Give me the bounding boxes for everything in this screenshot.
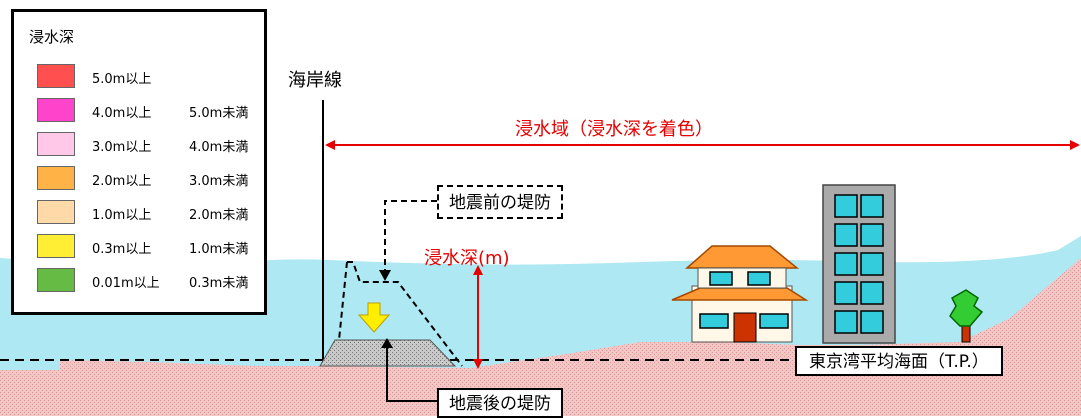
subsidence-arrow xyxy=(357,302,391,333)
legend-min-label: 3.0m以上 xyxy=(92,140,152,155)
legend-max-label: 5.0m未満 xyxy=(189,106,249,121)
legend-min-label: 4.0m以上 xyxy=(92,106,152,121)
legend: 浸水深 5.0m以上 4.0m以上 5.0m未満 3.0m以上 4.0m未満 2.0m以上… xyxy=(11,9,267,315)
legend-item: 4.0m以上 5.0m未満 xyxy=(37,98,267,124)
legend-max-label: 1.0m未満 xyxy=(189,242,249,257)
levee-after-arrowhead xyxy=(381,338,393,348)
legend-swatch xyxy=(37,268,75,292)
legend-min-label: 2.0m以上 xyxy=(92,174,152,189)
house xyxy=(671,245,809,343)
legend-item: 1.0m以上 2.0m未満 xyxy=(37,200,267,226)
coastline-label: 海岸線 xyxy=(288,70,342,91)
ground xyxy=(0,258,1081,416)
legend-item: 2.0m以上 3.0m未満 xyxy=(37,166,267,192)
levee-before-outline-left xyxy=(338,261,348,341)
legend-swatch xyxy=(37,64,75,88)
legend-swatch xyxy=(37,98,75,122)
levee-before-label: 地震前の堤防 xyxy=(437,185,563,219)
legend-swatch xyxy=(37,132,75,156)
legend-max-label: 2.0m未満 xyxy=(189,208,249,223)
legend-swatch xyxy=(37,166,75,190)
building xyxy=(822,184,896,344)
mean-sea-level-label: 東京湾平均海面（T.P.） xyxy=(795,346,1003,376)
legend-min-label: 0.01m以上 xyxy=(92,276,160,291)
legend-min-label: 1.0m以上 xyxy=(92,208,152,223)
levee-after-label: 地震後の堤防 xyxy=(437,388,563,418)
legend-min-label: 0.3m以上 xyxy=(92,242,152,257)
legend-item: 0.3m以上 1.0m未満 xyxy=(37,234,267,260)
legend-max-label: 4.0m未満 xyxy=(189,140,249,155)
legend-item: 0.01m以上 0.3m未満 xyxy=(37,268,267,294)
levee-before-leader xyxy=(384,200,437,272)
legend-item: 3.0m以上 4.0m未満 xyxy=(37,132,267,158)
legend-swatch xyxy=(37,200,75,224)
levee-before-arrowhead xyxy=(379,270,391,281)
tree xyxy=(949,289,984,343)
legend-title: 浸水深 xyxy=(29,28,75,46)
inundation-area-label: 浸水域（浸水深を着色） xyxy=(515,119,713,140)
legend-item: 5.0m以上 xyxy=(37,64,267,90)
depth-label: 浸水深(m) xyxy=(424,248,510,269)
legend-max-label: 3.0m未満 xyxy=(189,174,249,189)
levee-after-leader xyxy=(386,346,437,402)
legend-swatch xyxy=(37,234,75,258)
legend-max-label: 0.3m未満 xyxy=(189,276,249,291)
legend-min-label: 5.0m以上 xyxy=(92,72,152,87)
levee-before-outline xyxy=(347,261,463,367)
